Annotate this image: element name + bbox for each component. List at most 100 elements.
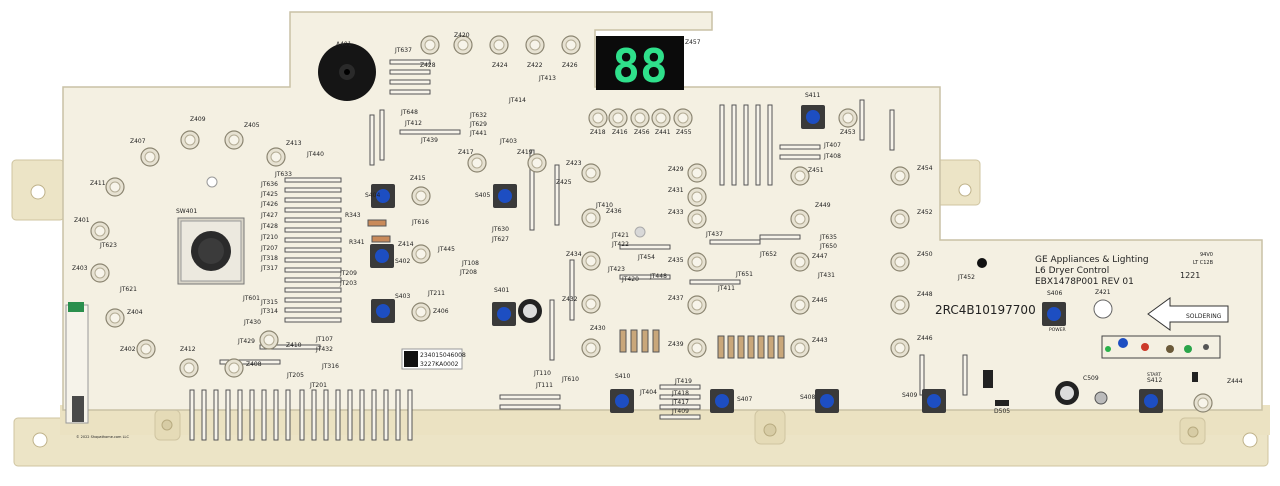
label-jt403: JT403 [499,138,517,145]
led-lens [415,248,427,260]
tact-switch-cap[interactable] [497,307,511,321]
led-lens [585,167,597,179]
label-jt411: JT411 [717,285,735,292]
label-c509: C509 [1083,375,1099,382]
label-jt108: JT108 [461,260,479,267]
label-z424: Z424 [492,62,508,69]
barcode-sticker [401,348,463,370]
label-z420: Z420 [454,32,470,39]
label-z425: Z425 [556,179,572,186]
label-z455: Z455 [676,129,692,136]
led-lens [183,362,195,374]
tact-switch-cap[interactable] [820,394,834,408]
ul-code-text: LT C12B [1193,260,1214,266]
label-jt426: JT426 [260,201,278,208]
label-z407: Z407 [130,138,146,145]
led-lens [94,225,106,237]
label-jt601: JT601 [242,295,260,302]
led-lens [140,343,152,355]
led-lens [794,170,806,182]
label-jt429: JT429 [237,338,255,345]
label-jt445: JT445 [437,246,455,253]
tact-switch-cap[interactable] [498,189,512,203]
label-z406: Z406 [433,308,449,315]
led-lens [585,255,597,267]
soldering-arrow [1147,297,1229,331]
led-lens [894,213,906,225]
label-z441: Z441 [655,129,671,136]
label-z446: Z446 [917,335,933,342]
label-z426: Z426 [562,62,578,69]
label-s403: S403 [395,293,410,300]
ul-mark-text: 94V0 [1200,252,1213,258]
label-power: POWER [1049,327,1066,333]
label-z416: Z416 [612,129,628,136]
led-lens [109,181,121,193]
label-jt316: JT316 [321,363,339,370]
label-jt448: JT448 [649,273,667,280]
led-lens [585,212,597,224]
label-z452: Z452 [917,209,933,216]
label-z448: Z448 [917,291,933,298]
label-jt421: JT421 [611,232,629,239]
label-jt208: JT208 [459,269,477,276]
model-text: L6 Dryer Control [1035,266,1109,276]
led-lens [585,298,597,310]
left-connector [65,302,89,424]
label-jt423: JT423 [607,266,625,273]
push-buttons[interactable] [370,105,1163,413]
soldering-text: SOLDERING [1186,313,1222,320]
led-lens [144,151,156,163]
label-z408: Z408 [246,361,262,368]
tact-switch-cap[interactable] [376,304,390,318]
tact-switch-cap[interactable] [376,189,390,203]
tact-switch-cap[interactable] [375,249,389,263]
label-jt201: JT201 [309,382,327,389]
tact-switch-cap[interactable] [806,110,820,124]
date-code-text: 1221 [1180,271,1200,280]
label-jt632: JT632 [469,112,487,119]
label-jt409: JT409 [671,408,689,415]
tact-switch-cap[interactable] [927,394,941,408]
label-z415: Z415 [410,175,426,182]
label-jt407: JT407 [823,142,841,149]
label-jt107: JT107 [315,336,333,343]
tact-switch-cap[interactable] [715,394,729,408]
tact-switch-cap[interactable] [1144,394,1158,408]
label-s401: S401 [494,287,509,294]
speaker-label: A401 [336,41,352,48]
label-jt418: JT418 [671,390,689,397]
label-z437: Z437 [668,295,684,302]
led-lens [424,39,436,51]
led-lens [457,39,469,51]
led-lens [842,112,854,124]
pcb-substrate [62,11,1263,411]
label-jt651: JT651 [735,271,753,278]
led-lens [270,151,282,163]
tact-switch-cap[interactable] [1047,307,1061,321]
led-lens [592,112,604,124]
label-jt410: JT410 [595,202,613,209]
label-jt616: JT616 [411,219,429,226]
label-jt419: JT419 [674,378,692,385]
label-z451: Z451 [808,167,824,174]
label-z418: Z418 [590,129,606,136]
label-z409: Z409 [190,116,206,123]
label-jt315: JT315 [260,299,278,306]
rotary-encoder[interactable] [177,217,245,285]
label-z428: Z428 [420,62,436,69]
label-jt633: JT633 [274,171,292,178]
led-lens [691,299,703,311]
brand-text: GE Appliances & Lighting [1035,255,1149,265]
label-s404: S404 [365,192,380,199]
led-lens [634,112,646,124]
label-jt629: JT629 [469,121,487,128]
label-z436: Z436 [606,208,622,215]
led-lens [531,157,543,169]
tact-switch-cap[interactable] [615,394,629,408]
led-lens [794,342,806,354]
label-jt111: JT111 [535,382,553,389]
label-z433: Z433 [668,209,684,216]
serial-text: 2RC4B10197700 [935,303,1036,317]
led-lens [691,167,703,179]
